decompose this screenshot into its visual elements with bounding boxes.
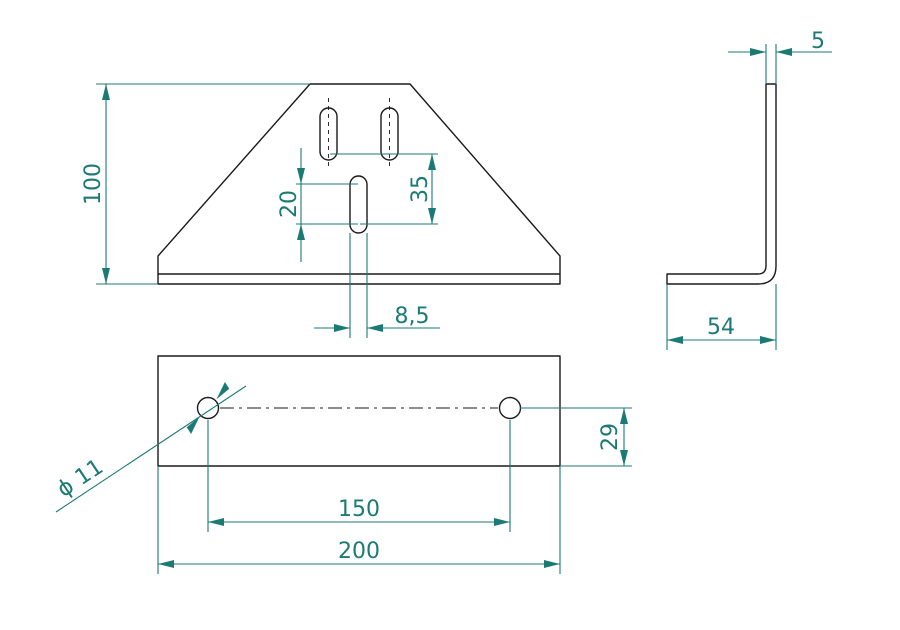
top-view bbox=[157, 355, 561, 467]
dim-flange-label: 54 bbox=[707, 315, 735, 340]
front-view-outline bbox=[157, 83, 561, 285]
dim-slot-offset: 35 bbox=[330, 153, 438, 225]
dim-height-label: 100 bbox=[81, 163, 106, 205]
dim-length: 200 bbox=[157, 466, 561, 574]
dim-thickness: 5 bbox=[728, 29, 832, 84]
dim-thickness-label: 5 bbox=[811, 29, 825, 54]
side-view bbox=[666, 83, 777, 285]
dim-hole-edge: 29 bbox=[520, 407, 632, 467]
dim-hole-edge-label: 29 bbox=[598, 423, 623, 451]
top-view-outline bbox=[157, 355, 561, 467]
dim-hole-spacing-label: 150 bbox=[338, 497, 380, 522]
dim-flange: 54 bbox=[666, 284, 777, 350]
dim-slot-length: 20 bbox=[277, 148, 358, 262]
dim-slot-offset-label: 35 bbox=[408, 175, 433, 203]
hole-left bbox=[196, 396, 220, 420]
dim-slot-width: 8,5 bbox=[314, 233, 440, 338]
dim-slot-length-label: 20 bbox=[277, 190, 302, 218]
slot-center bbox=[349, 175, 368, 234]
dim-length-label: 200 bbox=[338, 539, 380, 564]
dim-height: 100 bbox=[81, 83, 310, 285]
hole-right bbox=[498, 396, 522, 420]
dim-slot-width-label: 8,5 bbox=[395, 304, 430, 329]
side-view-outline bbox=[666, 83, 777, 285]
dim-hole-spacing: 150 bbox=[207, 420, 511, 532]
front-view bbox=[157, 83, 561, 285]
